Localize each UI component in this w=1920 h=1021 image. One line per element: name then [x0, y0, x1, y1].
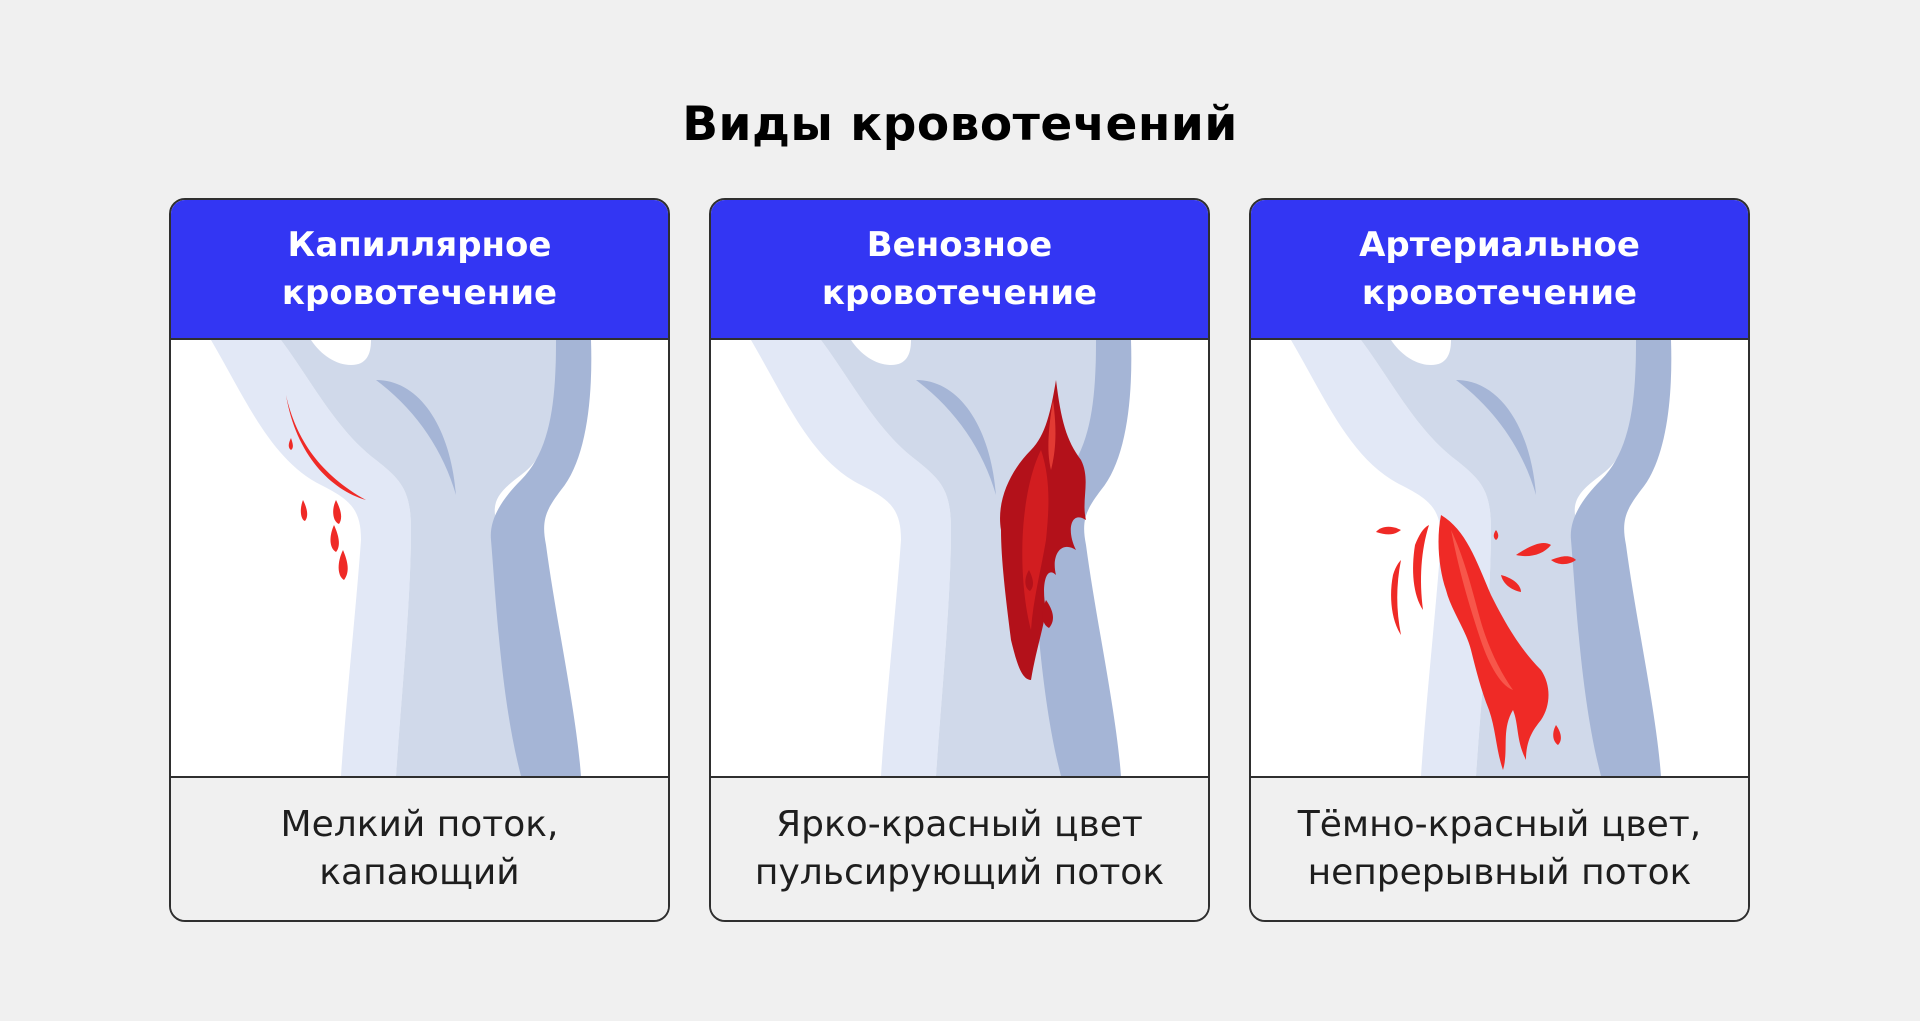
blood-splash — [1516, 543, 1551, 557]
blood-drop — [330, 525, 339, 552]
card-desc-line2: пульсирующий поток — [754, 852, 1165, 893]
blood-drop — [1493, 530, 1499, 540]
blood-drop — [1553, 725, 1561, 745]
card-arterial-bleeding: Артериальное кровотечение Тёмно-красный … — [1249, 198, 1750, 922]
card-title-line2: кровотечение — [1361, 273, 1638, 313]
card-desc-line2: непрерывный поток — [1307, 852, 1692, 893]
card-title-line1: Капиллярное — [287, 225, 552, 265]
card-header: Артериальное кровотечение — [1251, 200, 1748, 340]
card-desc-line1: Ярко-красный цвет — [776, 804, 1143, 845]
card-description: Ярко-красный цвет пульсирующий поток — [711, 778, 1208, 920]
venous-bleeding-illustration — [711, 340, 1208, 778]
blood-flow-highlight — [1048, 400, 1056, 470]
blood-splash — [1501, 575, 1521, 592]
blood-drop — [1025, 570, 1033, 591]
card-description: Мелкий поток, капающий — [171, 778, 668, 920]
arm-wound-illustration — [751, 340, 1132, 776]
arterial-bleeding-illustration — [1251, 340, 1748, 778]
card-description: Тёмно-красный цвет, непрерывный поток — [1251, 778, 1748, 920]
card-venous-bleeding: Венозное кровотечение Ярко-красный цвет … — [709, 198, 1210, 922]
card-desc-line2: капающий — [319, 852, 520, 893]
blood-drop — [288, 438, 293, 450]
card-title-line2: кровотечение — [821, 273, 1098, 313]
card-capillary-bleeding: Капиллярное кровотечение Мелкий поток, к… — [169, 198, 670, 922]
blood-spray-shade — [1451, 530, 1513, 690]
blood-spray — [1413, 525, 1429, 610]
blood-drop — [300, 500, 308, 521]
capillary-bleeding-illustration — [171, 340, 668, 778]
card-header: Капиллярное кровотечение — [171, 200, 668, 340]
card-title-line1: Артериальное — [1359, 225, 1640, 265]
blood-splash — [1551, 556, 1576, 565]
page-title: Виды кровотечений — [682, 97, 1238, 152]
blood-drop — [338, 550, 348, 580]
card-desc-line1: Мелкий поток, — [280, 804, 559, 845]
arm-wound-illustration — [211, 340, 592, 776]
card-title-line1: Венозное — [866, 225, 1053, 265]
card-header: Венозное кровотечение — [711, 200, 1208, 340]
card-title-line2: кровотечение — [281, 273, 558, 313]
blood-spray — [1391, 560, 1401, 635]
card-desc-line1: Тёмно-красный цвет, — [1297, 804, 1702, 845]
arm-wound-illustration — [1291, 340, 1672, 776]
blood-splash — [1376, 526, 1401, 535]
blood-drop — [333, 500, 342, 524]
blood-drop — [1042, 600, 1053, 628]
